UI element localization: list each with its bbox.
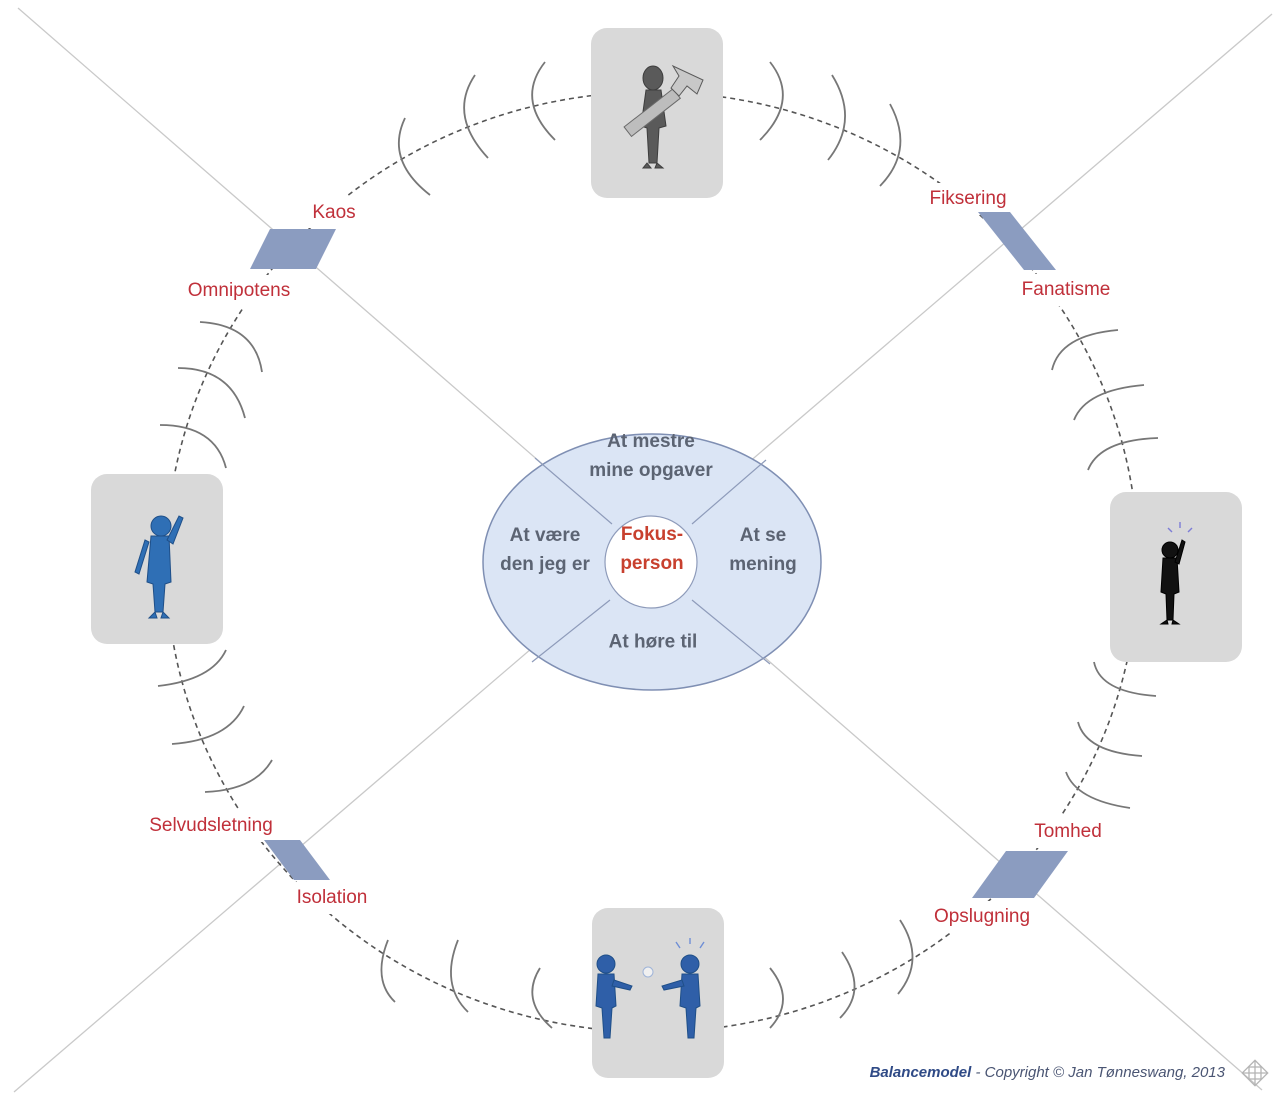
label-kaos: Kaos <box>312 202 356 223</box>
card-top <box>591 28 723 198</box>
quadrant-bottom-line1: At høre til <box>608 631 698 653</box>
label-omnipotens: Omnipotens <box>187 280 291 301</box>
center-label: Fokus- person <box>620 520 683 578</box>
center-label-line2: person <box>620 553 684 574</box>
connector-fiksering <box>978 212 1056 270</box>
quadrant-left: At være den jeg er <box>500 521 590 579</box>
copyright-footer: Balancemodel - Copyright © Jan Tønneswan… <box>870 1064 1225 1081</box>
footer-copyright: - Copyright © Jan Tønneswang, 2013 <box>971 1064 1225 1081</box>
two-people-talking-icon <box>595 938 705 1039</box>
quadrant-left-line1: At være <box>509 525 581 546</box>
tension-arcs <box>157 61 1159 1029</box>
quadrant-top-line2: mine opgaver <box>589 460 713 481</box>
footer-model-name: Balancemodel <box>869 1064 972 1081</box>
label-fanatisme: Fanatisme <box>1021 279 1111 300</box>
center-label-line1: Fokus- <box>620 524 684 545</box>
connector-opslugning <box>972 851 1068 898</box>
center-circle <box>604 515 698 609</box>
label-fiksering: Fiksering <box>929 188 1007 209</box>
person-raising-hand-icon <box>134 515 184 619</box>
quadrant-bottom: At høre til <box>609 628 698 657</box>
card-right <box>1110 492 1242 662</box>
label-selvudsletning: Selvudsletning <box>149 815 273 836</box>
connector-selvudsletning <box>264 840 330 880</box>
quadrant-right-line1: At se <box>739 525 787 546</box>
quadrant-top-line1: At mestre <box>607 431 695 452</box>
quadrant-right: At se mening <box>729 521 797 579</box>
quadrant-top: At mestre mine opgaver <box>589 427 713 485</box>
worker-with-hammer-icon <box>623 64 704 169</box>
logo-icon <box>1241 1059 1269 1087</box>
connector-kaos <box>250 229 336 269</box>
label-opslugning: Opslugning <box>933 906 1031 927</box>
label-isolation: Isolation <box>296 887 368 908</box>
quadrant-left-line2: den jeg er <box>500 554 590 575</box>
person-with-idea-icon <box>1159 522 1193 625</box>
quadrant-right-line2: mening <box>729 554 797 575</box>
card-left <box>91 474 223 644</box>
card-bottom <box>592 908 724 1078</box>
label-tomhed: Tomhed <box>1034 821 1102 842</box>
